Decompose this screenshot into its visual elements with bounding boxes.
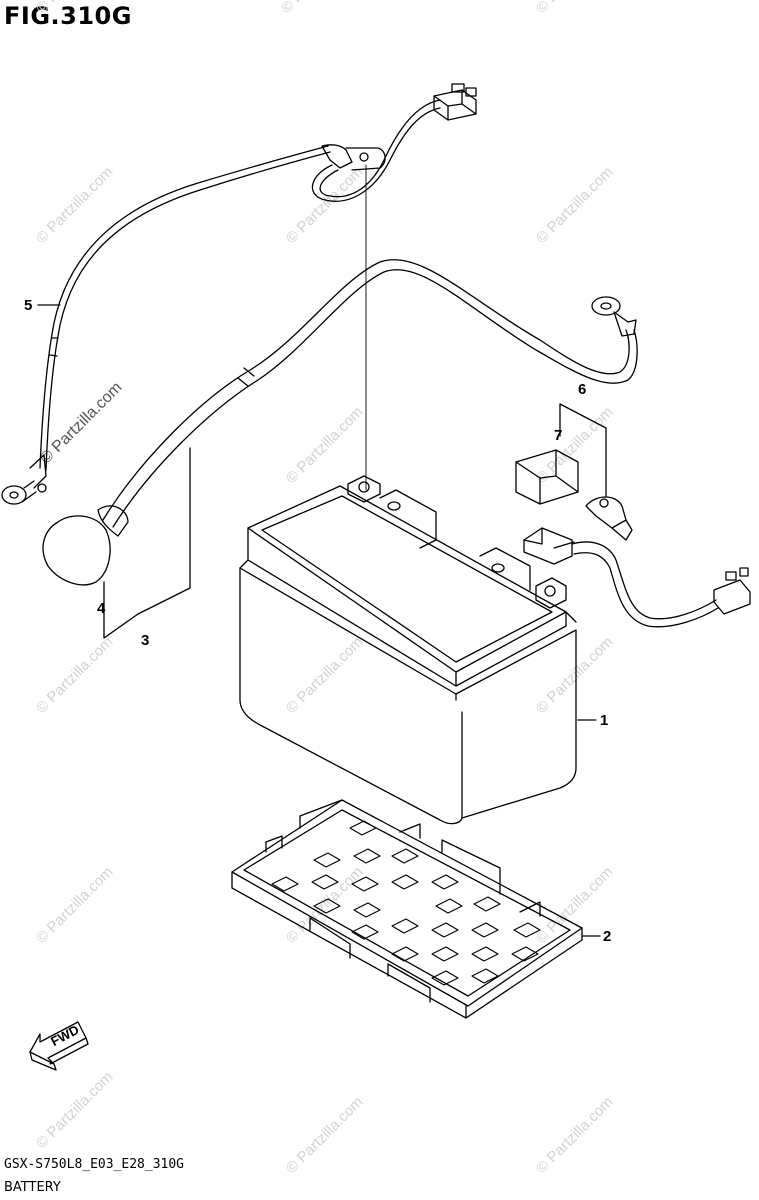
part-5-cable	[1, 83, 477, 505]
callout-5: 5	[24, 297, 33, 314]
callout-1: 1	[600, 712, 609, 729]
part-1-battery	[239, 475, 597, 825]
part-3-cable	[42, 259, 638, 639]
callout-2: 2	[603, 928, 612, 945]
callout-7: 7	[554, 427, 563, 444]
callout-3: 3	[141, 632, 150, 649]
fwd-arrow	[29, 1021, 89, 1071]
callout-6: 6	[578, 381, 587, 398]
model-code: GSX-S750L8_E03_E28_310G	[4, 1157, 185, 1172]
figure-title: FIG.310G	[4, 2, 132, 30]
part-2-tray	[231, 799, 601, 1019]
section-name: BATTERY	[4, 1180, 61, 1195]
part-6-harness	[515, 403, 751, 628]
callout-4: 4	[97, 600, 106, 617]
